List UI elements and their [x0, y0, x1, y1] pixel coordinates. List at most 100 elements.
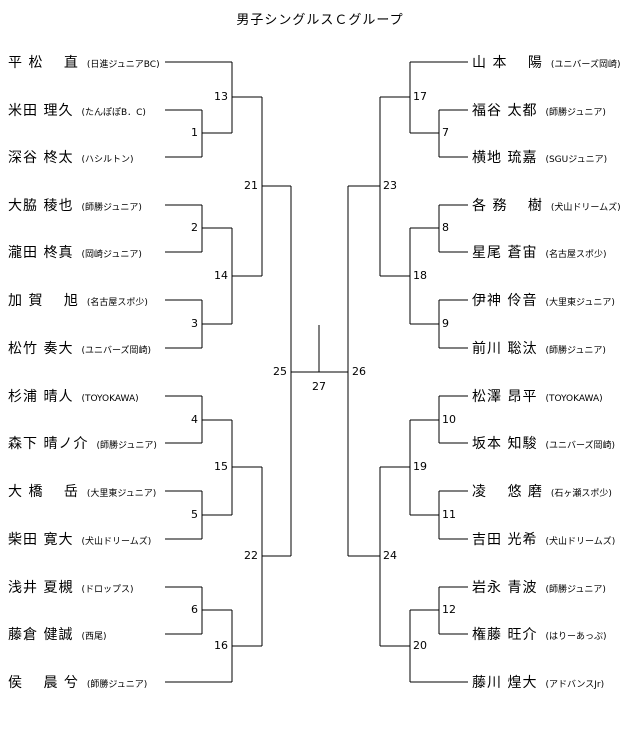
player-name: 森下 晴ノ介 [8, 436, 89, 452]
player-team: (ユニバーズ岡崎) [545, 441, 616, 451]
player-name: 松竹 奏大 [8, 341, 74, 357]
player-right-9: 坂本 知駿 (ユニバーズ岡崎) [472, 433, 615, 453]
player-team: (師勝ジュニア) [96, 441, 157, 451]
player-left-1: 平 松 直 (日進ジュニアBC) [8, 52, 160, 72]
match-number-19: 19 [413, 460, 427, 473]
player-left-14: 侯 晨 兮 (師勝ジュニア) [8, 672, 147, 692]
match-number-4: 4 [191, 413, 198, 426]
match-number-20: 20 [413, 639, 427, 652]
player-name: 浅井 夏槻 [8, 580, 74, 596]
player-right-5: 星尾 蒼宙 (名古屋スポ少) [472, 242, 606, 262]
player-name: 前川 聡汰 [472, 341, 538, 357]
player-left-6: 加 賀 旭 (名古屋スポ少) [8, 290, 148, 310]
player-right-3: 横地 琉嘉 (SGUジュニア) [472, 147, 607, 167]
player-team: (大里東ジュニア) [86, 489, 157, 499]
player-name: 岩永 青波 [472, 580, 538, 596]
player-team: (TOYOKAWA) [81, 394, 139, 404]
match-number-17: 17 [413, 90, 427, 103]
player-name: 加 賀 旭 [8, 293, 79, 309]
player-name: 杉浦 晴人 [8, 389, 74, 405]
player-name: 深谷 柊太 [8, 150, 74, 166]
player-team: (日進ジュニアBC) [86, 60, 160, 70]
player-team: (師勝ジュニア) [545, 346, 606, 356]
match-number-3: 3 [191, 317, 198, 330]
player-right-6: 伊神 伶音(大里東ジュニア) [472, 290, 615, 310]
match-number-12: 12 [442, 603, 456, 616]
player-team: (師勝ジュニア) [545, 585, 606, 595]
match-number-7: 7 [442, 126, 449, 139]
player-name: 松澤 昂平 [472, 389, 538, 405]
player-right-14: 藤川 煌大(アドバンスJr) [472, 672, 604, 692]
player-right-8: 松澤 昂平 (TOYOKAWA) [472, 386, 603, 406]
match-number-10: 10 [442, 413, 456, 426]
player-left-8: 杉浦 晴人 (TOYOKAWA) [8, 386, 139, 406]
player-left-11: 柴田 寛大(犬山ドリームズ) [8, 529, 151, 549]
match-number-8: 8 [442, 221, 449, 234]
match-number-25: 25 [273, 365, 287, 378]
player-left-12: 浅井 夏槻(ドロップス) [8, 577, 133, 597]
player-right-13: 権藤 旺介 (はりーあっぷ) [472, 624, 606, 644]
player-team: (たんぽぽB．C) [81, 108, 146, 118]
match-number-22: 22 [244, 549, 258, 562]
match-number-5: 5 [191, 508, 198, 521]
player-team: (師勝ジュニア) [81, 203, 142, 213]
player-team: (名古屋スポ少) [545, 250, 607, 260]
player-team: (ユニバーズ岡崎) [81, 346, 152, 356]
match-number-21: 21 [244, 179, 258, 192]
player-team: (SGUジュニア) [545, 155, 608, 165]
player-team: (犬山ドリームズ) [81, 537, 152, 547]
match-number-9: 9 [442, 317, 449, 330]
match-number-6: 6 [191, 603, 198, 616]
player-right-1: 山 本 陽 (ユニバーズ岡崎) [472, 52, 620, 72]
player-team: (西尾) [81, 632, 107, 642]
player-team: (名古屋スポ少) [86, 298, 148, 308]
player-left-13: 藤倉 健誠 (西尾) [8, 624, 106, 644]
player-name: 大脇 稜也 [8, 198, 74, 214]
match-number-24: 24 [383, 549, 397, 562]
player-team: (犬山ドリームズ) [545, 537, 616, 547]
player-left-2: 米田 理久(たんぽぽB．C) [8, 100, 146, 120]
player-team: (TOYOKAWA) [545, 394, 603, 404]
player-name: 権藤 旺介 [472, 627, 538, 643]
player-team: (ハシルトン) [81, 155, 134, 165]
player-team: (はりーあっぷ) [545, 632, 607, 642]
player-right-10: 凌 悠 磨 (石ヶ瀬スポ少) [472, 481, 612, 501]
match-number-1: 1 [191, 126, 198, 139]
match-number-2: 2 [191, 221, 198, 234]
player-team: (石ヶ瀬スポ少) [550, 489, 612, 499]
player-left-5: 瀧田 柊真(岡崎ジュニア) [8, 242, 142, 262]
match-number-14: 14 [214, 269, 228, 282]
player-name: 各 務 樹 [472, 198, 543, 214]
player-name: 横地 琉嘉 [472, 150, 538, 166]
player-team: (師勝ジュニア) [545, 108, 606, 118]
player-team: (岡崎ジュニア) [81, 250, 142, 260]
player-name: 山 本 陽 [472, 55, 543, 71]
match-number-13: 13 [214, 90, 228, 103]
player-name: 星尾 蒼宙 [472, 245, 538, 261]
player-team: (大里東ジュニア) [545, 298, 615, 308]
player-left-10: 大 橋 岳 (大里東ジュニア) [8, 481, 156, 501]
match-number-26: 26 [352, 365, 366, 378]
player-name: 坂本 知駿 [472, 436, 538, 452]
player-name: 福谷 太都 [472, 103, 538, 119]
player-left-4: 大脇 稜也 (師勝ジュニア) [8, 195, 142, 215]
player-team: (師勝ジュニア) [86, 680, 148, 690]
player-right-2: 福谷 太都 (師勝ジュニア) [472, 100, 606, 120]
player-name: 侯 晨 兮 [8, 675, 79, 691]
player-right-12: 岩永 青波 (師勝ジュニア) [472, 577, 606, 597]
player-left-3: 深谷 柊太 (ハシルトン) [8, 147, 133, 167]
player-right-4: 各 務 樹 (犬山ドリームズ) [472, 195, 621, 215]
player-team: (アドバンスJr) [545, 680, 605, 690]
player-team: (ユニバーズ岡崎) [550, 60, 621, 70]
player-name: 藤倉 健誠 [8, 627, 74, 643]
player-team: (犬山ドリームズ) [550, 203, 621, 213]
player-left-7: 松竹 奏大 (ユニバーズ岡崎) [8, 338, 151, 358]
match-number-16: 16 [214, 639, 228, 652]
player-right-11: 吉田 光希 (犬山ドリームズ) [472, 529, 615, 549]
player-name: 大 橋 岳 [8, 484, 79, 500]
player-name: 平 松 直 [8, 55, 79, 71]
player-name: 凌 悠 磨 [472, 484, 543, 500]
player-name: 吉田 光希 [472, 532, 538, 548]
match-number-27: 27 [312, 380, 326, 393]
